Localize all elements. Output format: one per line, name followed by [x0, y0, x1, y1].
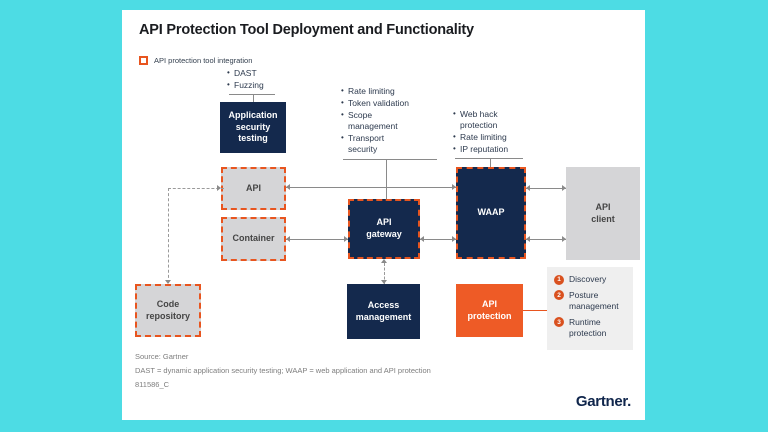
- waap-list-underline: [455, 158, 523, 159]
- document-id: 811586_C: [135, 380, 170, 389]
- node-api-protection: API protection: [456, 284, 523, 337]
- source-note: Source: Gartner: [135, 352, 189, 361]
- ast-list-connector: [253, 94, 254, 102]
- node-access-management: Access management: [347, 284, 420, 339]
- connector-container-gateway: [286, 239, 348, 240]
- list-item: Web hack protection: [453, 108, 523, 131]
- connector-protection-steps: [523, 310, 547, 311]
- waap-list-connector: [490, 158, 491, 167]
- legend: API protection tool integration: [139, 56, 252, 65]
- step-number-badge: 2: [554, 290, 564, 301]
- legend-label: API protection tool integration: [154, 56, 253, 65]
- step-label: Runtime protection: [569, 316, 607, 338]
- node-waap: WAAP: [456, 167, 526, 259]
- connector-api-waap: [286, 187, 456, 188]
- connector-waap-client-top: [526, 188, 566, 189]
- arrowhead-right: [217, 185, 221, 191]
- node-api-gateway: API gateway: [348, 199, 420, 259]
- node-code-repository: Code repository: [135, 284, 201, 337]
- arrowhead-left: [286, 184, 290, 190]
- arrowhead-left: [420, 236, 424, 242]
- arrowhead-right: [562, 185, 566, 191]
- connector-waap-client-bottom: [526, 239, 566, 240]
- figure-card: API Protection Tool Deployment and Funct…: [122, 10, 645, 420]
- list-item: Token validation: [341, 98, 421, 109]
- connector-gateway-waap: [420, 239, 456, 240]
- list-item: Scope management: [341, 110, 421, 132]
- arrowhead-right: [452, 236, 456, 242]
- connector-gateway-access-dashed: [384, 263, 385, 284]
- list-item: Rate limiting: [341, 85, 421, 97]
- step-runtime-protection: 3 Runtime protection: [554, 317, 629, 339]
- node-api: API: [221, 167, 286, 210]
- step-posture-management: 2 Posture management: [554, 290, 629, 312]
- arrowhead-right: [562, 236, 566, 242]
- step-label: Discovery: [569, 274, 607, 284]
- list-item: Transport security: [341, 133, 421, 155]
- dashed-border-legend-icon: [139, 56, 148, 65]
- list-item: Fuzzing: [227, 80, 287, 91]
- node-container: Container: [221, 217, 286, 261]
- api-protection-steps-panel: 1 Discovery 2 Posture management 3 Runti…: [547, 267, 633, 350]
- page-title: API Protection Tool Deployment and Funct…: [139, 22, 474, 38]
- step-number-badge: 3: [554, 317, 564, 328]
- arrowhead-left: [286, 236, 290, 242]
- node-api-client: API client: [566, 167, 640, 260]
- arrowhead-down: [381, 280, 387, 284]
- arrowhead-left: [526, 236, 530, 242]
- node-application-security-testing: Application security testing: [220, 102, 286, 153]
- gartner-logo: Gartner.: [575, 393, 631, 410]
- connector-coderepo-vertical-dashed: [168, 188, 169, 283]
- list-item: DAST: [227, 67, 287, 79]
- gateway-list-connector: [386, 159, 387, 199]
- waap-annotation-list: Web hack protection Rate limiting IP rep…: [453, 108, 523, 156]
- abbreviation-note: DAST = dynamic application security test…: [135, 366, 431, 375]
- footer: Source: Gartner DAST = dynamic applicati…: [135, 350, 431, 392]
- arrowhead-right: [344, 236, 348, 242]
- connector-coderepo-api-dashed: [168, 188, 224, 189]
- step-number-badge: 1: [554, 274, 564, 285]
- arrowhead-up: [381, 259, 387, 263]
- step-discovery: 1 Discovery: [554, 274, 629, 285]
- arrowhead-left: [526, 185, 530, 191]
- gateway-annotation-list: Rate limiting Token validation Scope man…: [341, 85, 421, 156]
- arrowhead-down: [165, 280, 171, 284]
- arrowhead-right: [452, 184, 456, 190]
- ast-list-underline: [229, 94, 275, 95]
- step-label: Posture management: [569, 289, 619, 311]
- list-item: IP reputation: [453, 144, 523, 155]
- gateway-list-underline: [343, 159, 437, 160]
- list-item: Rate limiting: [453, 132, 523, 143]
- ast-annotation-list: DAST Fuzzing: [227, 67, 287, 92]
